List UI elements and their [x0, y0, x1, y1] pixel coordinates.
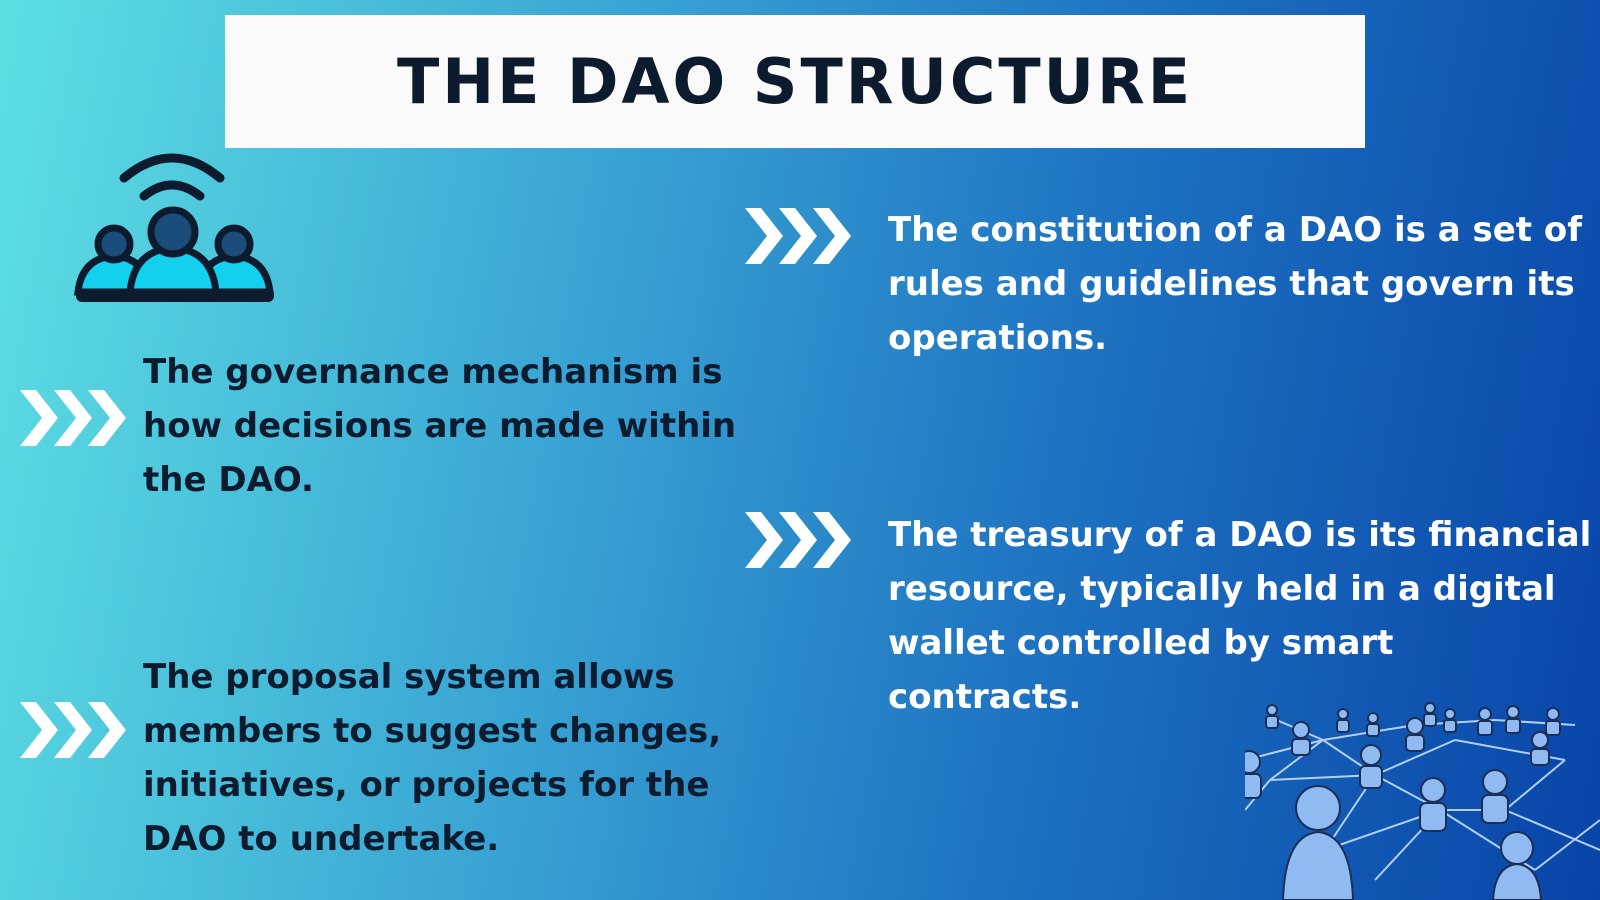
title-banner: THE DAO STRUCTURE	[225, 15, 1365, 148]
triple-chevron-right-icon	[745, 512, 851, 568]
constitution-text: The constitution of a DAO is a set of ru…	[888, 210, 1583, 358]
treasury-text: The treasury of a DAO is its financial r…	[888, 515, 1592, 717]
proposal-text: The proposal system allows members to su…	[143, 657, 722, 859]
triple-chevron-right-icon	[745, 208, 851, 264]
governance-text: The governance mechanism is how decision…	[143, 352, 737, 500]
page-title: THE DAO STRUCTURE	[396, 45, 1194, 118]
triple-chevron-right-icon	[20, 702, 126, 758]
people-group-wifi-icon	[74, 153, 274, 302]
people-network-icon	[1245, 702, 1600, 900]
triple-chevron-right-icon	[20, 390, 126, 446]
